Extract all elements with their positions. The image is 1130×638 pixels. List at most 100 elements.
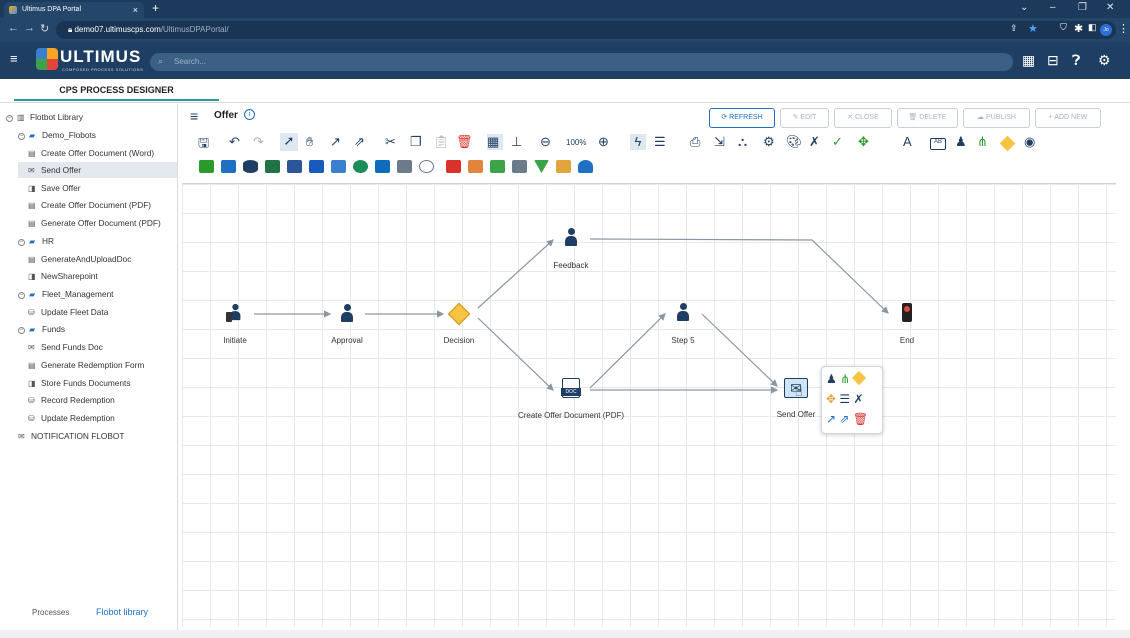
node-end[interactable]: End — [890, 303, 924, 345]
process-canvas[interactable] — [182, 183, 1116, 627]
text-tool-icon[interactable]: A — [903, 134, 912, 149]
reload-icon[interactable]: ↻ — [40, 23, 50, 35]
excel-icon[interactable] — [265, 160, 280, 173]
tree-item[interactable]: ▤Create Offer Document (PDF) — [28, 197, 151, 213]
tree-folder-funds[interactable]: −▰Funds — [18, 321, 65, 337]
tree-item[interactable]: ✉NOTIFICATION FLOBOT — [18, 428, 124, 444]
bookmark-star-icon[interactable]: ★ — [1028, 23, 1038, 35]
add-new-button[interactable]: + ADD NEW — [1035, 108, 1101, 128]
flash-icon[interactable]: ϟ — [630, 134, 646, 150]
side-panel-icon[interactable]: ◧ — [1088, 22, 1097, 32]
grid-toggle-icon[interactable]: ▦ — [487, 134, 503, 150]
mongo-icon[interactable] — [512, 160, 527, 173]
user-task-icon[interactable]: ♟ — [955, 134, 967, 149]
connector-icon[interactable]: ↗ — [330, 134, 341, 149]
tree-item[interactable]: ⛁Update Redemption — [28, 410, 115, 426]
tab-search-icon[interactable]: ⌄ — [1020, 2, 1029, 13]
tree-item[interactable]: ◨NewSharepoint — [28, 268, 98, 284]
back-icon[interactable]: ← — [8, 22, 19, 34]
browser-tab[interactable]: Ultimus DPA Portal× — [4, 2, 144, 18]
palette-icon[interactable]: 🎨︎ — [786, 134, 803, 149]
node-step5[interactable]: Step 5 — [658, 303, 708, 345]
node-send-offer[interactable]: ✉ Send Offer — [770, 378, 822, 419]
save-icon[interactable]: 🖫︎ — [198, 135, 210, 150]
tab-flobot-library[interactable]: Flobot library — [96, 607, 149, 617]
tree-item[interactable]: ◨Store Funds Documents — [28, 375, 130, 391]
url-field[interactable]: 🔒︎ demo07.ultimuscps.com/UltimusDPAPorta… — [56, 21, 1116, 39]
tree-item[interactable]: ⛁Record Redemption — [28, 392, 115, 408]
collapse-icon[interactable]: − — [18, 133, 25, 140]
paste-icon[interactable]: 📋︎ — [433, 134, 450, 149]
redo-icon[interactable]: ↷ — [253, 134, 264, 149]
delete-icon[interactable]: 🗑︎ — [456, 134, 473, 149]
cloud-icon[interactable] — [419, 160, 434, 173]
refresh-button[interactable]: ⟳ REFRESH — [709, 108, 775, 128]
info-icon[interactable]: i — [244, 109, 255, 120]
collapse-icon[interactable]: − — [18, 327, 25, 334]
exchange-icon[interactable] — [309, 160, 324, 173]
conditional-connector-icon[interactable]: ⇗ — [839, 412, 850, 426]
connector-icon[interactable]: ↗ — [826, 412, 837, 426]
extensions-puzzle-icon[interactable]: ✱ — [1074, 23, 1084, 35]
tree-item[interactable]: ▤Create Offer Document (Word) — [28, 145, 154, 161]
close-button[interactable]: ✕ CLOSE — [834, 108, 892, 128]
word-doc-icon[interactable] — [287, 160, 302, 173]
pan-hand-icon[interactable]: ✋︎ — [306, 134, 314, 149]
workflow-icon[interactable]: ⛬ — [738, 134, 748, 149]
help-icon[interactable]: ❓︎ — [1072, 52, 1081, 68]
tools-icon[interactable]: ✗ — [809, 134, 820, 149]
inbox-icon[interactable]: ⊟ — [1047, 52, 1059, 68]
conditional-connector-icon[interactable]: ⇗ — [354, 134, 365, 149]
search-input[interactable]: Search... — [150, 53, 1013, 71]
add-step-icon[interactable]: ✥ — [858, 134, 869, 149]
collapse-icon[interactable]: − — [18, 292, 25, 299]
menu-icon[interactable]: ≡ — [190, 108, 199, 124]
xml-icon[interactable] — [446, 160, 461, 173]
add-decision-icon[interactable] — [851, 370, 866, 386]
add-subprocess-icon[interactable]: ⋔ — [840, 372, 851, 386]
pointer-tool-icon[interactable]: ➚ — [280, 133, 298, 151]
settings-icon[interactable]: ⚙ — [763, 134, 775, 149]
close-window-icon[interactable]: ✕ — [1106, 2, 1115, 13]
collapse-icon[interactable]: − — [6, 115, 13, 122]
forward-icon[interactable]: → — [24, 22, 35, 34]
list-icon[interactable]: ☰ — [839, 392, 851, 406]
ai-bot-icon[interactable] — [578, 160, 593, 173]
browser-menu-icon[interactable]: ⋮ — [1118, 23, 1129, 35]
minimize-icon[interactable]: – — [1050, 2, 1056, 13]
tree-folder-fleet-management[interactable]: −▰Fleet_Management — [18, 286, 114, 302]
zoom-in-icon[interactable]: ⊕ — [598, 134, 609, 149]
add-flobot-icon[interactable]: ✥ — [826, 392, 837, 406]
profile-avatar[interactable]: Jo — [1100, 24, 1112, 36]
tree-item[interactable]: ✉Send Funds Doc — [28, 339, 103, 355]
export-icon[interactable]: ⇲ — [714, 134, 725, 149]
print-icon[interactable]: ⎙ — [690, 134, 701, 149]
undo-icon[interactable]: ↶ — [229, 134, 240, 149]
tree-root-flotbot-library[interactable]: −▥Flotbot Library — [6, 109, 83, 125]
restore-icon[interactable]: ❐ — [1078, 2, 1087, 13]
tab-cps-process-designer[interactable]: CPS PROCESS DESIGNER — [14, 82, 219, 101]
snap-icon[interactable]: ⊥ — [511, 134, 523, 149]
share-icon[interactable]: ⇪ — [1010, 23, 1018, 33]
close-tab-icon[interactable]: × — [132, 5, 138, 15]
tab-processes[interactable]: Processes — [32, 608, 70, 617]
tree-item-selected[interactable]: ✉Send Offer — [18, 162, 177, 178]
web-globe-icon[interactable] — [353, 160, 368, 173]
grid-view-icon[interactable]: ▦ — [1022, 52, 1036, 68]
tree-item[interactable]: ▤Generate Offer Document (PDF) — [28, 215, 161, 231]
net-icon[interactable] — [331, 160, 346, 173]
add-user-task-icon[interactable]: ♟ — [826, 372, 837, 386]
new-tab-icon[interactable]: + — [152, 1, 160, 15]
cut-icon[interactable]: ✂ — [385, 134, 396, 149]
extension-shield-icon[interactable]: ⛉ — [1060, 22, 1067, 32]
ai-icon[interactable]: ◉ — [1024, 134, 1036, 149]
subprocess-icon[interactable]: ⋔ — [977, 134, 988, 149]
tree-item[interactable]: ⛁Update Fleet Data — [28, 304, 108, 320]
tree-item[interactable]: ▤GenerateAndUploadDoc — [28, 251, 131, 267]
tree-folder-hr[interactable]: −▰HR — [18, 233, 54, 249]
node-create-offer-document[interactable]: DOC Create Offer Document (PDF) — [514, 378, 628, 420]
tree-item[interactable]: ▤Generate Redemption Form — [28, 357, 144, 373]
rest-icon[interactable] — [468, 160, 483, 173]
delete-button[interactable]: 🗑︎ DELETE — [897, 108, 958, 128]
database-icon[interactable] — [243, 160, 258, 173]
